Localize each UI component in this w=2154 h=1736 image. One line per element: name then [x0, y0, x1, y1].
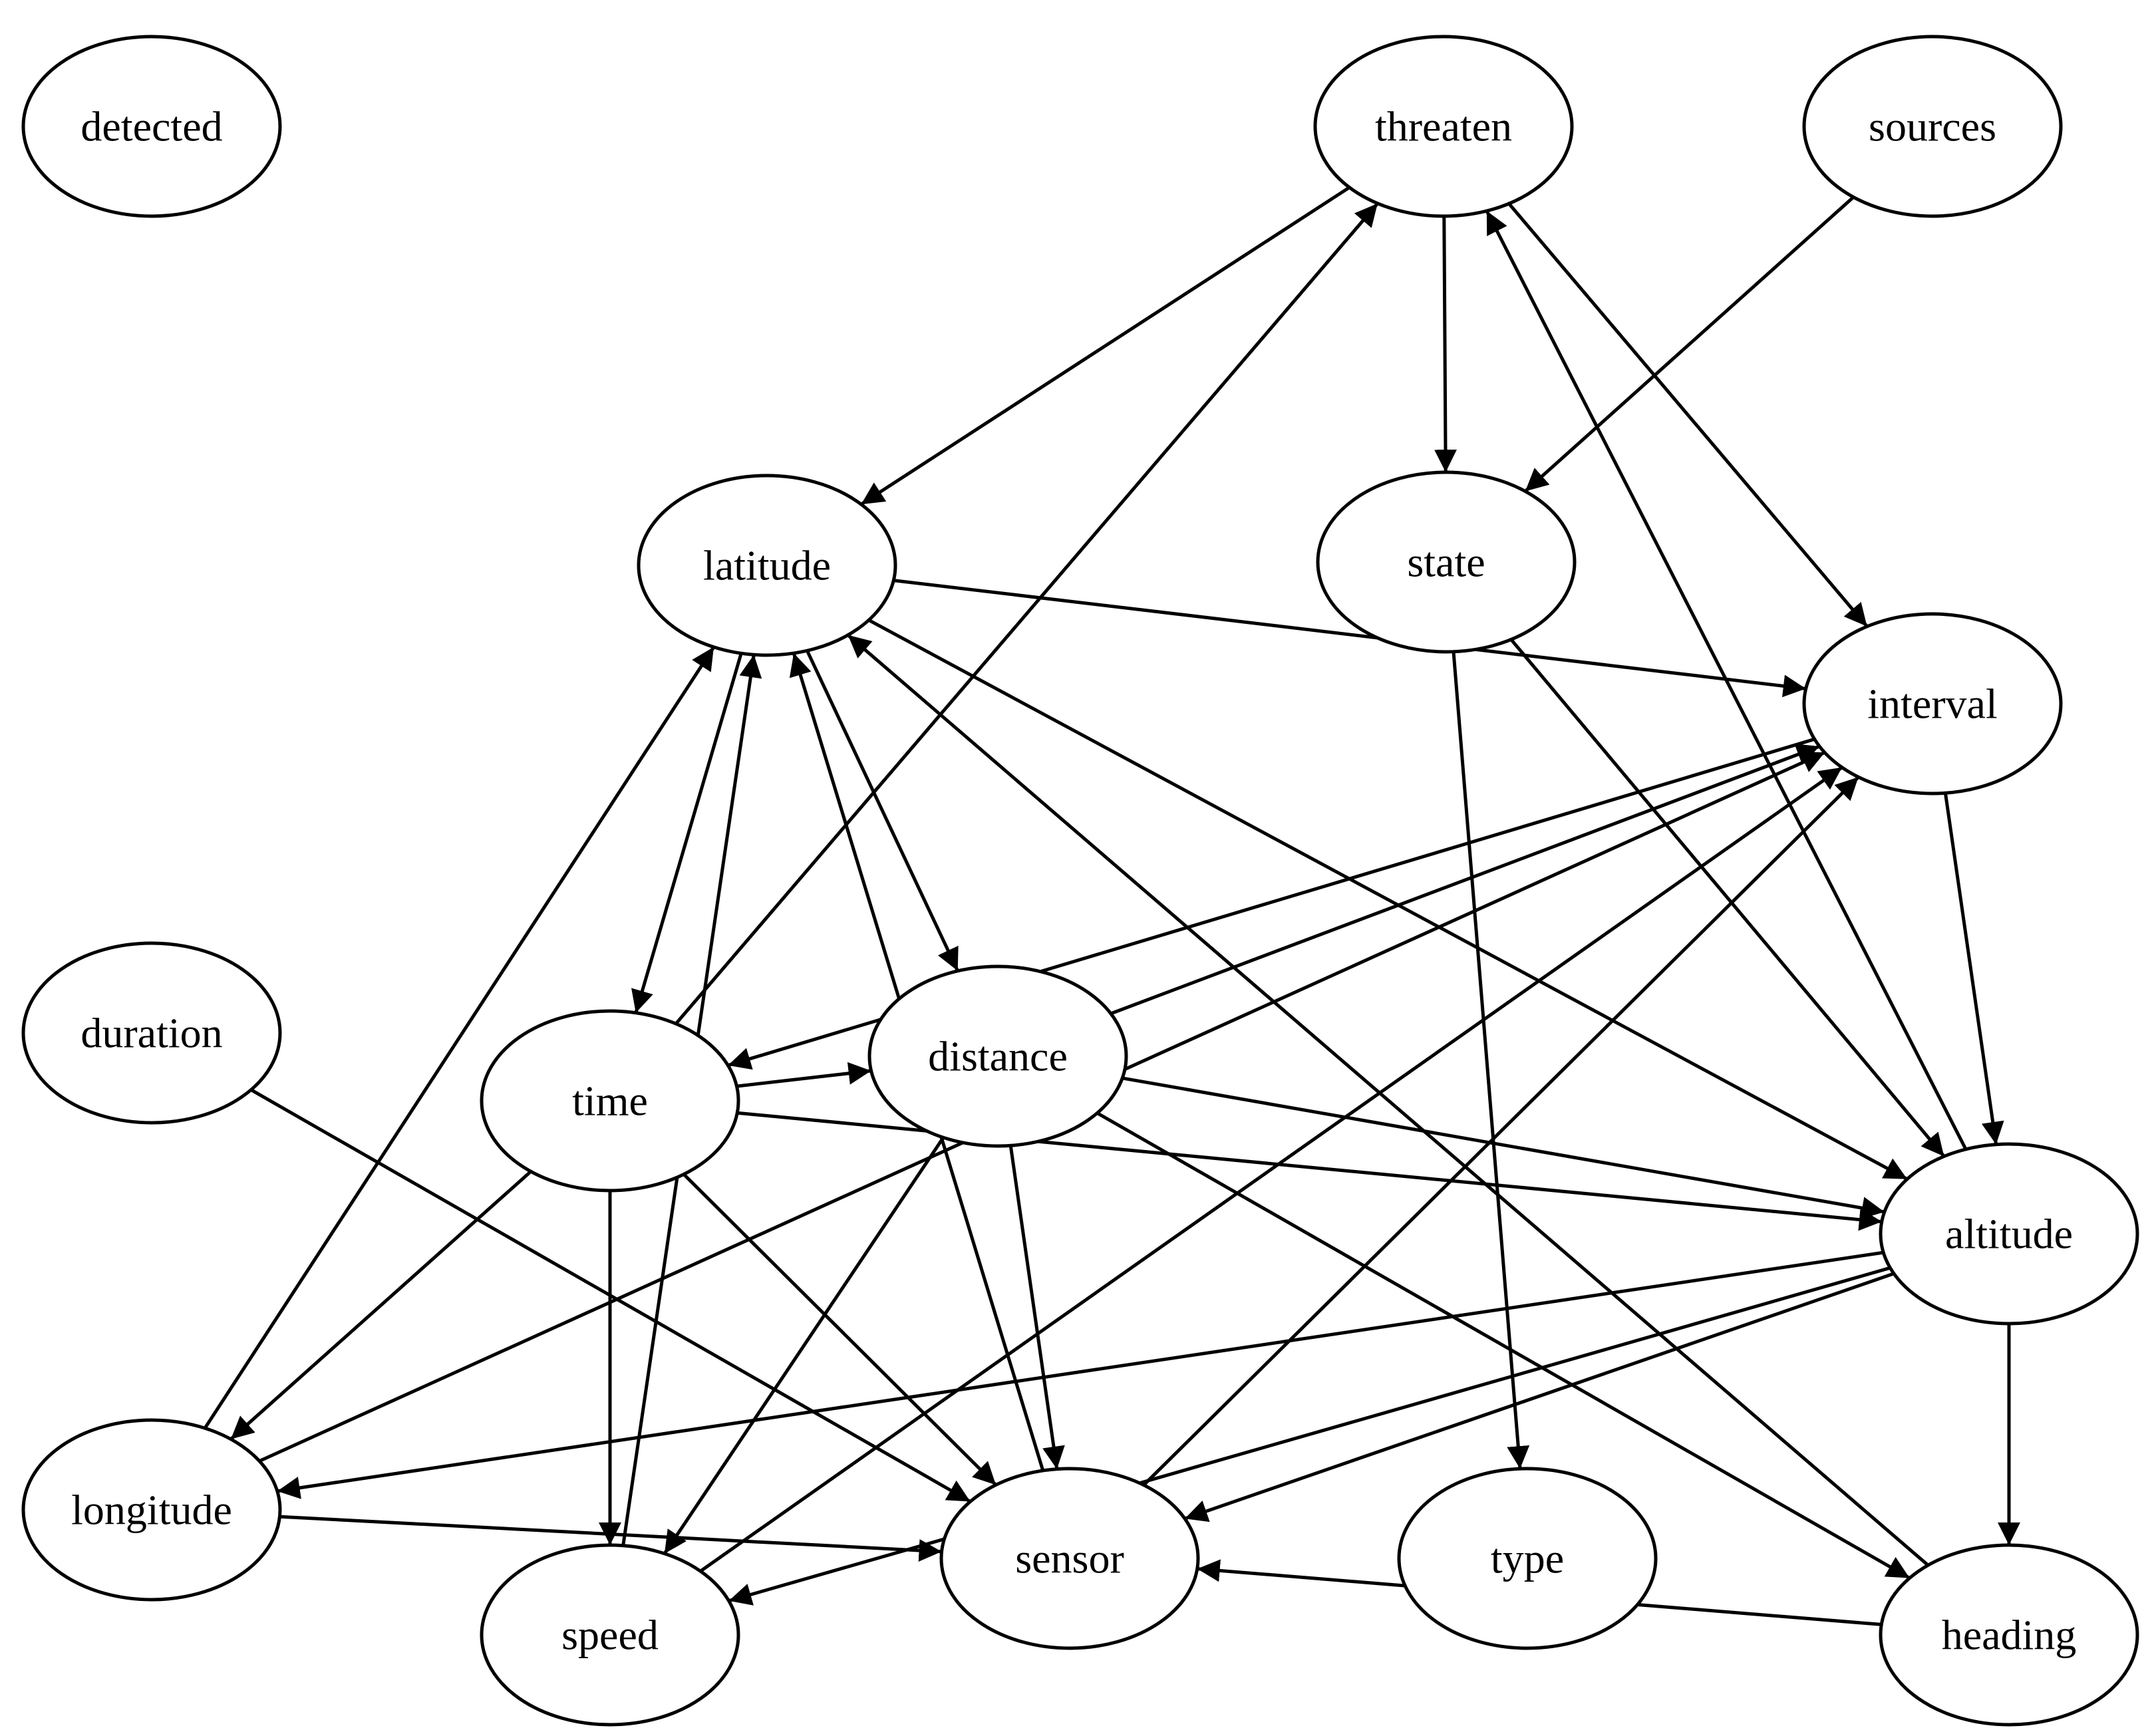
edge-threaten-to-state [1434, 216, 1457, 473]
edge-altitude-to-sensor [1184, 1272, 1895, 1522]
edge-longitude-to-latitude [203, 646, 716, 1429]
node-detected: detected [21, 35, 282, 218]
node-distance-label: distance [928, 1033, 1068, 1080]
node-time-label: time [572, 1078, 648, 1125]
node-duration: duration [21, 941, 282, 1125]
node-speed-label: speed [561, 1612, 659, 1659]
edge-time-to-threaten [675, 202, 1379, 1025]
node-longitude-label: longitude [71, 1487, 232, 1534]
node-sensor: sensor [939, 1467, 1200, 1650]
node-latitude: latitude [637, 474, 897, 657]
edge-latitude-to-distance [806, 650, 959, 972]
node-latitude-label: latitude [703, 542, 831, 589]
node-sources: sources [1802, 35, 2063, 218]
node-interval-label: interval [1867, 680, 1997, 728]
node-longitude: longitude [21, 1418, 282, 1602]
edge-distance-to-sensor [1008, 1145, 1065, 1470]
node-state: state [1316, 470, 1577, 654]
node-state-label: state [1407, 539, 1485, 586]
edge-time-to-longitude [230, 1170, 532, 1441]
edge-distance-to-speed [663, 1136, 945, 1555]
nodes-layer: detected threaten sources latitude state… [21, 35, 2139, 1727]
edges-layer [203, 186, 2020, 1626]
node-type-label: type [1491, 1535, 1564, 1582]
node-speed: speed [480, 1543, 740, 1727]
node-heading-label: heading [1942, 1612, 2077, 1659]
edge-latitude-to-time [631, 652, 743, 1014]
node-interval: interval [1802, 612, 2063, 796]
node-sensor-label: sensor [1015, 1535, 1124, 1582]
node-heading: heading [1879, 1543, 2139, 1727]
edge-latitude-to-altitude [867, 619, 1909, 1181]
node-altitude: altitude [1879, 1142, 2139, 1326]
node-threaten: threaten [1313, 35, 1574, 218]
edge-threaten-to-latitude [860, 186, 1350, 506]
edge-distance-to-heading [1096, 1111, 1911, 1580]
edge-longitude-to-sensor [279, 1515, 942, 1562]
edge-threaten-to-interval [1507, 202, 1869, 628]
edge-altitude-to-longitude [277, 1250, 1884, 1499]
edge-state-to-altitude [1509, 638, 1946, 1158]
node-type: type [1397, 1467, 1658, 1650]
edge-sensor-to-interval [1142, 776, 1860, 1487]
node-threaten-label: threaten [1375, 103, 1512, 150]
edge-sources-to-state [1524, 196, 1855, 493]
edge-heading-to-latitude [847, 633, 1929, 1567]
node-sources-label: sources [1869, 103, 1996, 150]
edge-interval-to-altitude [1943, 792, 2004, 1145]
edge-distance-to-interval [1110, 744, 1820, 1016]
edge-duration-to-sensor [250, 1088, 971, 1503]
node-time: time [480, 1009, 740, 1193]
edge-latitude-to-interval [893, 579, 1806, 698]
edge-speed-to-interval [699, 766, 1843, 1573]
edge-time-to-sensor [683, 1173, 997, 1487]
node-duration-label: duration [80, 1010, 222, 1057]
edge-state-to-type [1452, 651, 1530, 1469]
edge-distance-to-altitude [1122, 1076, 1885, 1219]
node-detected-label: detected [80, 103, 222, 150]
edge-time-to-distance [736, 1062, 871, 1088]
node-distance: distance [867, 964, 1128, 1148]
node-altitude-label: altitude [1945, 1211, 2073, 1258]
